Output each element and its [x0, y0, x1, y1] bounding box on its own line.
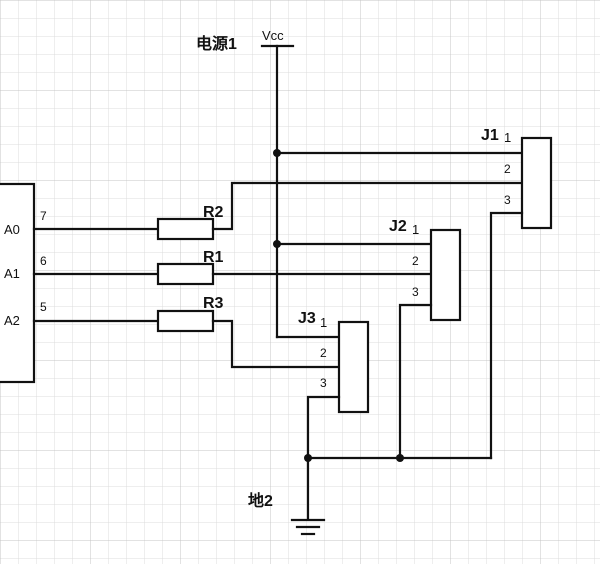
- vcc-label: Vcc: [262, 28, 284, 43]
- wire-j2-pin3-ground[interactable]: [398, 303, 433, 460]
- resistor-r1-label: R1: [203, 249, 224, 266]
- connector-j2[interactable]: [429, 228, 462, 322]
- connector-j3[interactable]: [337, 320, 370, 414]
- connector-j1[interactable]: [520, 136, 553, 230]
- resistor-r1[interactable]: [156, 262, 215, 286]
- connector-j1-pin2: 2: [504, 162, 511, 176]
- ic-pin-a0-name: A0: [4, 222, 20, 237]
- junction-dot-ground-j2: [396, 454, 404, 462]
- connector-j1-pin3: 3: [504, 193, 511, 207]
- resistor-r3[interactable]: [156, 309, 215, 333]
- connector-j3-pin2: 2: [320, 346, 327, 360]
- connector-j1-label: J1: [481, 127, 499, 144]
- wire-j3-pin3-ground[interactable]: [306, 395, 341, 521]
- connector-j3-label: J3: [298, 310, 316, 327]
- connector-j2-pin1: 1: [412, 222, 419, 237]
- ground-label: 地2: [248, 491, 273, 510]
- resistor-r3-label: R3: [203, 295, 224, 312]
- ground-icon: [290, 518, 326, 536]
- ic-pin-a2-name: A2: [4, 313, 20, 328]
- connector-j2-pin3: 3: [412, 285, 419, 299]
- junction-dot-vcc-j2: [273, 240, 281, 248]
- connector-j3-pin1: 1: [320, 315, 327, 330]
- wire-j1-pin3-ground[interactable]: [489, 211, 524, 460]
- junction-dot-ground-j3: [304, 454, 312, 462]
- ic-pin-a2-number: 5: [40, 300, 47, 314]
- connector-j2-pin2: 2: [412, 254, 419, 268]
- junction-dot-vcc-j1: [273, 149, 281, 157]
- connector-j2-label: J2: [389, 218, 407, 235]
- resistor-r2[interactable]: [156, 217, 215, 241]
- power-label: 电源1: [196, 34, 237, 53]
- wire-r2-j1-pin2[interactable]: [211, 181, 524, 231]
- connector-j3-pin3: 3: [320, 376, 327, 390]
- ic-pin-a1-name: A1: [4, 266, 20, 281]
- ic-body[interactable]: [0, 182, 36, 384]
- wire-r3-j3-pin2[interactable]: [211, 319, 341, 369]
- resistor-r2-label: R2: [203, 204, 224, 221]
- ic-pin-a1-number: 6: [40, 254, 47, 268]
- ic-pin-a0-number: 7: [40, 209, 47, 223]
- connector-j1-pin1: 1: [504, 130, 511, 145]
